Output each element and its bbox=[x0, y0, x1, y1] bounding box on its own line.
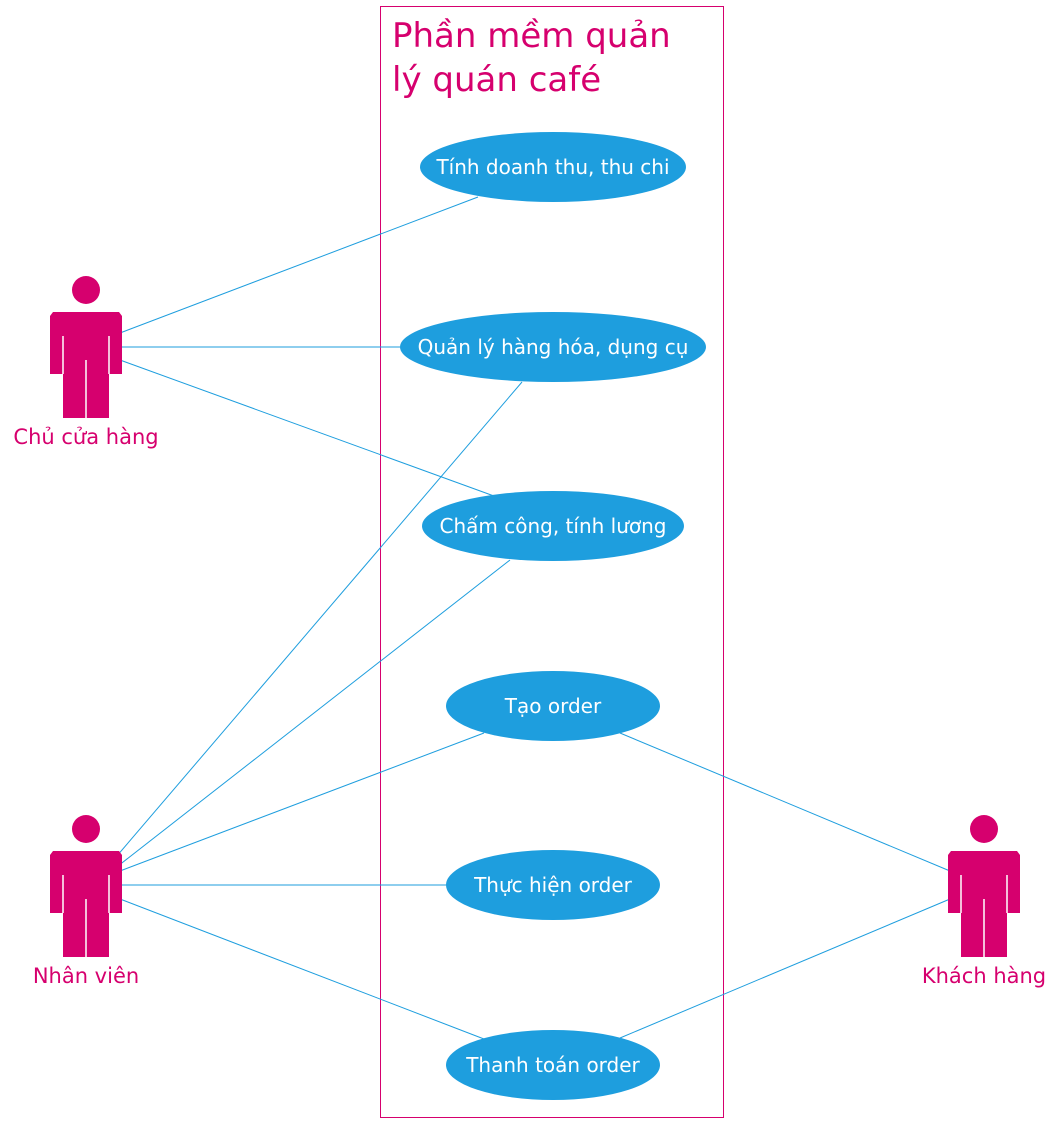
usecase-payroll: Chấm công, tính lương bbox=[422, 491, 684, 561]
usecase-label: Quản lý hàng hóa, dụng cụ bbox=[418, 335, 689, 359]
actor-head bbox=[72, 815, 100, 843]
actor-customer-person-icon bbox=[948, 815, 1020, 957]
actor-label-owner: Chủ cửa hàng bbox=[13, 425, 159, 449]
usecase-inventory: Quản lý hàng hóa, dụng cụ bbox=[400, 312, 706, 382]
usecase-fulfill-order: Thực hiện order bbox=[446, 850, 660, 920]
usecase-label: Tạo order bbox=[504, 694, 602, 718]
usecase-pay-order: Thanh toán order bbox=[446, 1030, 660, 1100]
usecase-ellipse bbox=[420, 132, 686, 202]
actor-head bbox=[72, 276, 100, 304]
actor-label-staff: Nhân viên bbox=[32, 964, 140, 988]
usecase-label: Chấm công, tính lương bbox=[439, 514, 666, 538]
usecase-ellipse bbox=[422, 491, 684, 561]
association-customer-create-order bbox=[619, 732, 951, 872]
actor-owner-person-icon bbox=[50, 276, 122, 418]
association-staff-inventory bbox=[115, 381, 523, 858]
actors bbox=[50, 276, 1020, 957]
association-lines bbox=[115, 196, 951, 1040]
usecase-ellipse bbox=[446, 1030, 660, 1100]
usecase-revenue: Tính doanh thu, thu chi bbox=[420, 132, 686, 202]
association-staff-pay-order bbox=[119, 898, 485, 1040]
association-customer-pay-order bbox=[619, 898, 951, 1039]
association-staff-payroll bbox=[117, 559, 511, 867]
usecase-ellipse bbox=[400, 312, 706, 382]
usecase-label: Thanh toán order bbox=[465, 1053, 640, 1077]
system-boundary bbox=[380, 6, 724, 1118]
usecase-ellipse bbox=[446, 671, 660, 741]
actor-label-customer: Khách hàng bbox=[921, 964, 1047, 988]
association-owner-payroll bbox=[119, 359, 506, 501]
usecase-label: Tính doanh thu, thu chi bbox=[435, 155, 669, 179]
actor-head bbox=[970, 815, 998, 843]
usecase-ellipse bbox=[446, 850, 660, 920]
system-title: Phần mềm quản lý quán café bbox=[392, 16, 671, 100]
association-staff-create-order bbox=[119, 732, 485, 872]
actor-staff-person-icon bbox=[50, 815, 122, 957]
association-owner-revenue bbox=[119, 196, 479, 334]
usecase-create-order: Tạo order bbox=[446, 671, 660, 741]
usecase-label: Thực hiện order bbox=[473, 873, 633, 897]
